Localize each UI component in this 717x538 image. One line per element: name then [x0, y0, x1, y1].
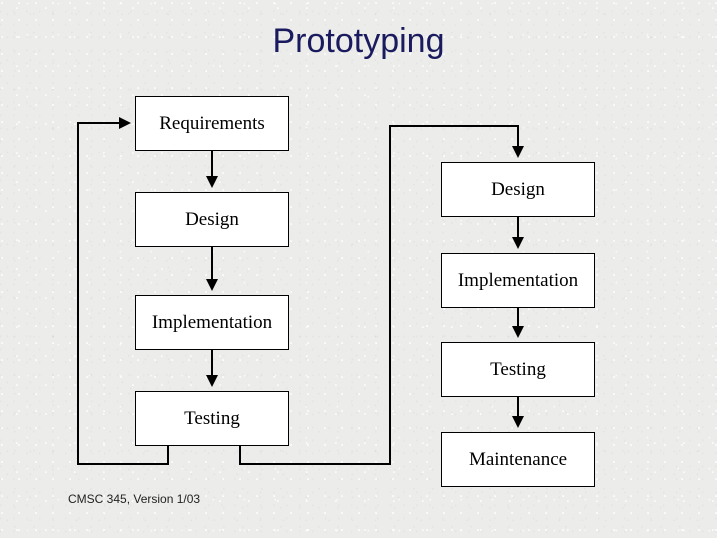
slide-footer: CMSC 345, Version 1/03 [68, 492, 201, 506]
node-label: Design [185, 208, 239, 230]
node-label: Maintenance [468, 448, 568, 470]
node-requirements[interactable]: Requirements [135, 96, 289, 151]
node-label: Implementation [457, 269, 579, 291]
node-label: Requirements [159, 112, 265, 134]
page-title: Prototyping [272, 22, 445, 60]
node-label: Testing [184, 407, 240, 429]
node-label: Implementation [151, 311, 273, 333]
node-label: Testing [490, 358, 546, 380]
node-design-right[interactable]: Design [441, 162, 595, 217]
node-testing-left[interactable]: Testing [135, 391, 289, 446]
node-implementation-right[interactable]: Implementation [441, 253, 595, 308]
node-label: Design [491, 178, 545, 200]
node-maintenance[interactable]: Maintenance [441, 432, 595, 487]
node-implementation-left[interactable]: Implementation [135, 295, 289, 350]
node-testing-right[interactable]: Testing [441, 342, 595, 397]
node-design-left[interactable]: Design [135, 192, 289, 247]
